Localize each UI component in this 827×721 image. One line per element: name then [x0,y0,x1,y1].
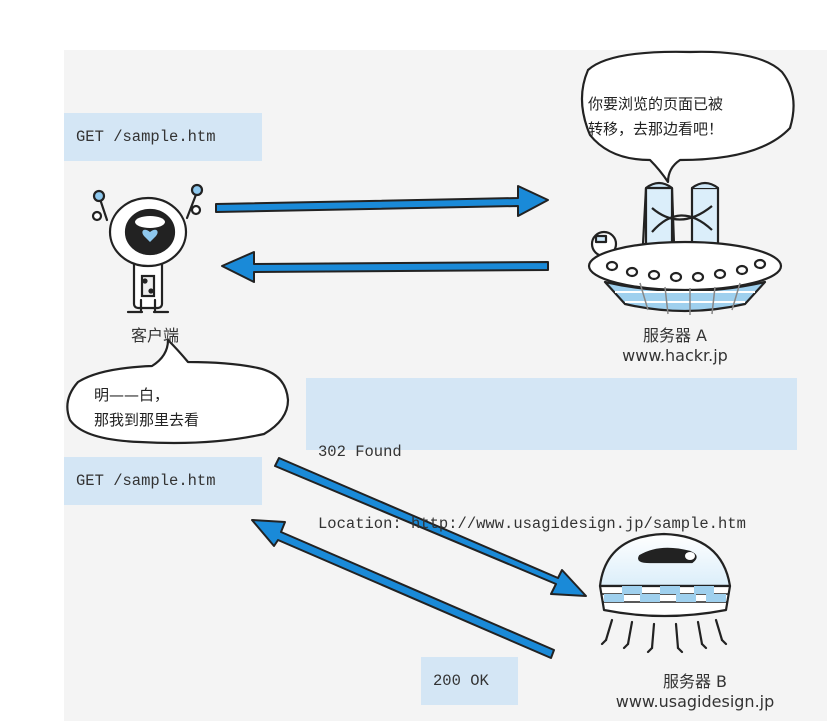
server-b-dome-icon [598,532,732,654]
server-b-host: www.usagidesign.jp [615,692,775,711]
ok-response-box: 200 OK [421,657,518,705]
client-bubble-line1: 明——白， [94,386,170,404]
server-a-speech-bubble [580,50,795,184]
redirect-response-box: 302 Found Location: http://www.usagidesi… [306,378,797,533]
client-speech-bubble [66,338,290,445]
server-a-bubble-line1: 你要浏览的页面已被 [588,95,724,113]
client-bubble-text: 明——白， 那我到那里去看 [94,383,264,433]
arrow-request-to-server-b [274,457,587,597]
server-a-bubble-text: 你要浏览的页面已被 转移，去那边看吧！ [588,92,788,142]
server-a-ufo-icon [587,181,783,315]
server-a-host: www.hackr.jp [622,346,728,365]
redirect-status-text: 302 Found [318,443,402,461]
redirect-location-text: Location: http://www.usagidesign.jp/samp… [318,515,746,533]
server-a-bubble-line2: 转移，去那边看吧！ [588,120,724,138]
server-b-name: 服务器 B [662,672,728,691]
client-label: 客户端 [130,326,179,345]
client-robot-icon [91,183,204,314]
client-bubble-line2: 那我到那里去看 [94,411,200,429]
request-box-second: GET /sample.htm [64,457,262,505]
arrow-request-to-server-a [215,185,549,217]
arrow-response-from-server-b [251,519,555,659]
server-a-name: 服务器 A [642,326,708,345]
request-box-first: GET /sample.htm [64,113,262,161]
arrow-response-from-server-a [221,251,549,283]
